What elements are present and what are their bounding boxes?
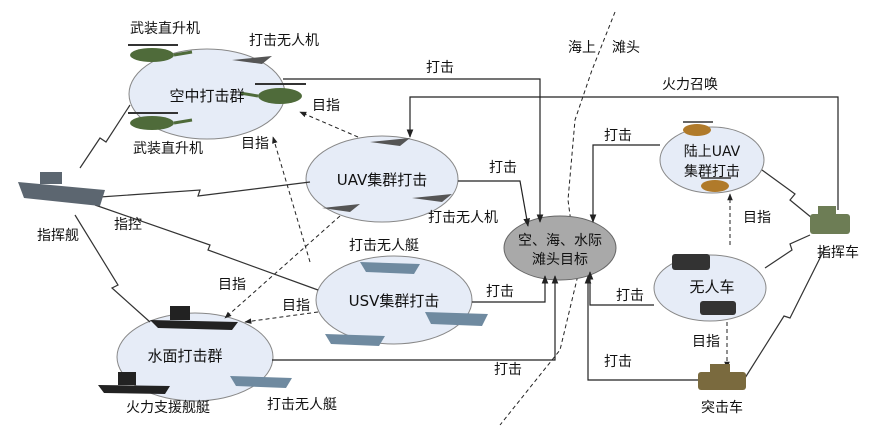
strike-edge-label: 打击 (616, 287, 644, 304)
armed-heli-bottom-label: 武装直升机 (133, 140, 203, 157)
uav-swarm-label: UAV集群打击 (337, 171, 428, 189)
strike-edge-label: 打击 (604, 127, 632, 144)
target-designation-label: 目指 (218, 277, 246, 293)
warship-icon (150, 306, 238, 330)
strike-edge-label: 打击 (426, 59, 454, 76)
land-uav-label-line-2: 集群打击 (684, 163, 740, 180)
link-cmdveh-landuav (761, 169, 813, 219)
air-strike-group-label: 空中打击群 (169, 87, 244, 105)
fire-call-arrow (406, 96, 839, 210)
strike-edge-label: 打击 (494, 361, 522, 378)
link-cmdveh-ugv (764, 234, 811, 269)
land-uav-helicopter-icon (701, 177, 731, 192)
target-designation-label: 目指 (692, 334, 720, 350)
armed-helicopter-icon (128, 112, 193, 130)
strike-edge-label: 打击 (604, 353, 632, 370)
command-vehicle-label: 指挥车 (817, 244, 859, 261)
unmanned-vehicle-icon (672, 254, 710, 270)
surface-strike-group-label: 水面打击群 (147, 347, 222, 365)
strike-uav-icon (370, 138, 410, 146)
target-designation-label: 目指 (282, 298, 310, 314)
strike-edge-label: 打击 (486, 283, 514, 300)
usv-swarm-label: USV集群打击 (349, 292, 440, 310)
target-label-line-1: 空、海、水际 (518, 233, 602, 249)
command-vehicle-icon (810, 206, 850, 234)
armed-helicopter-icon (239, 83, 306, 104)
land-uav-strike-arrow (589, 144, 660, 223)
strike-edge-label: 打击 (489, 159, 517, 176)
assault-strike-arrow (584, 275, 698, 381)
armed-helicopter-icon (128, 44, 193, 62)
land-uav-swarm-node (659, 126, 765, 194)
strike-usv-top-label: 打击无人艇 (349, 237, 419, 254)
ugv-node (653, 254, 767, 322)
assault-vehicle-icon (698, 364, 746, 390)
strike-usv-icon (360, 262, 420, 274)
uav-to-air-target-arrow (299, 111, 359, 138)
uav-strike-arrow (458, 180, 530, 227)
target-designation-label: 目指 (743, 210, 771, 226)
strike-uav-icon (232, 56, 272, 64)
beach-label: 滩头 (612, 40, 640, 56)
uav-to-surface-target-arrow (224, 215, 341, 319)
link-cmdveh-assault (744, 247, 826, 379)
land-uav-label-line-1: 陆上UAV (684, 144, 741, 160)
link-ship-air (79, 104, 131, 169)
fire-support-label: 火力支援舰艇 (126, 400, 210, 416)
strike-uav-mid-label: 打击无人机 (428, 209, 498, 226)
strike-uav-icon (412, 194, 452, 202)
usv-to-surface-target-arrow (244, 311, 319, 324)
target-label-line-2: 滩头目标 (532, 252, 588, 268)
armed-heli-top-label: 武装直升机 (130, 20, 200, 37)
land-uav-helicopter-icon (683, 121, 713, 136)
assault-vehicle-label: 突击车 (701, 399, 743, 416)
strike-usv-icon (425, 312, 488, 326)
target-designation-label: 目指 (312, 98, 340, 114)
unmanned-vehicle-icon (700, 301, 736, 315)
command-ship-label: 指挥舰 (37, 228, 79, 244)
control-label: 指控 (114, 217, 142, 233)
air-strike-arrow (283, 78, 544, 223)
fire-call-label: 火力召唤 (662, 76, 718, 93)
uav-swarm-node (305, 135, 459, 223)
link-ship-uav (99, 181, 311, 198)
command-ship-icon (18, 172, 105, 206)
strike-usv-icon (230, 376, 292, 388)
target-designation-label: 目指 (241, 136, 269, 152)
fire-support-ship-icon (98, 372, 170, 394)
usv-to-air-target-arrow (272, 136, 311, 263)
link-ship-usv (94, 204, 319, 291)
link-ship-surface (74, 214, 151, 323)
usv-strike-arrow (472, 275, 549, 303)
surface-strike-arrow (272, 275, 559, 361)
target-node (503, 215, 617, 281)
strike-uav-icon (322, 204, 360, 212)
strike-uav-top-label: 打击无人机 (249, 32, 319, 49)
ugv-label: 无人车 (689, 278, 734, 296)
sea-label: 海上 (568, 40, 596, 56)
strike-usv-bottom-label: 打击无人艇 (267, 396, 337, 413)
strike-usv-icon (325, 334, 385, 346)
